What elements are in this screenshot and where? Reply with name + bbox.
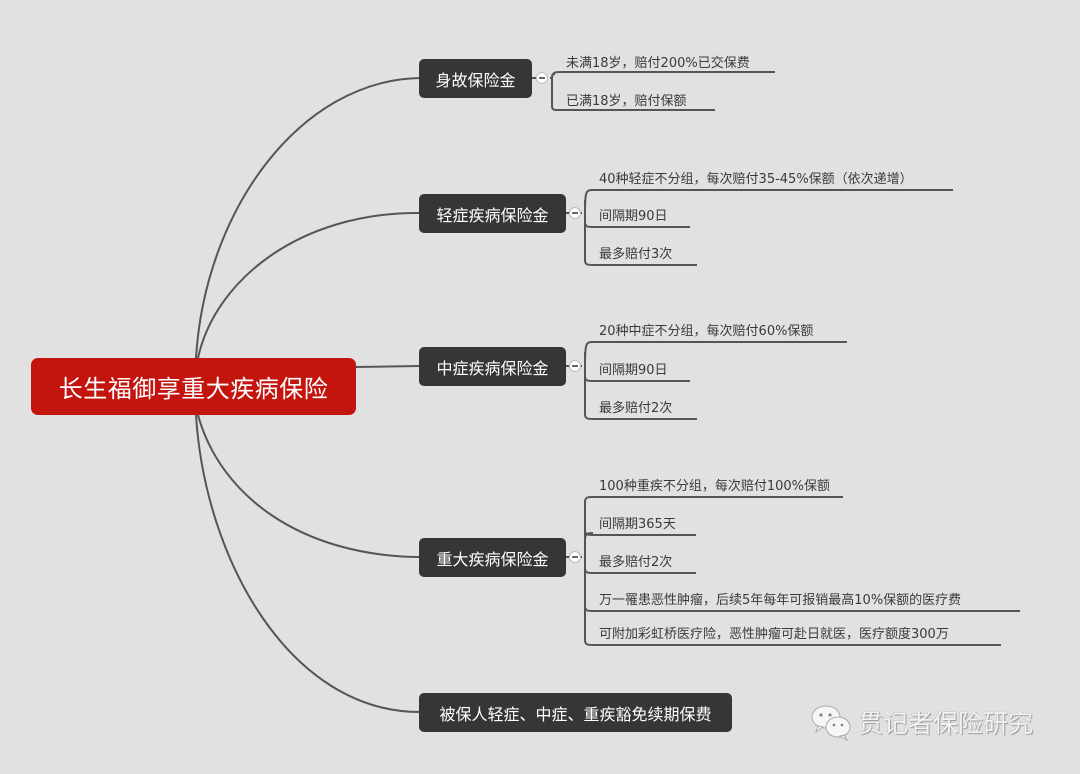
branch-node-moderate-illness[interactable]: 中症疾病保险金 [419, 347, 566, 386]
leaf-node[interactable]: 最多赔付3次 [599, 247, 673, 262]
branch-label: 中症疾病保险金 [436, 358, 549, 378]
leaf-node[interactable]: 万一罹患恶性肿瘤，后续5年每年可报销最高10%保额的医疗费 [599, 593, 962, 608]
leaf-node[interactable]: 未满18岁，赔付200%已交保费 [566, 56, 750, 71]
collapse-toggle-icon[interactable] [569, 551, 581, 563]
watermark: 贯记者保险研究 [810, 702, 1033, 742]
leaf-node[interactable]: 100种重疾不分组，每次赔付100%保额 [599, 479, 830, 494]
branch-label: 被保人轻症、中症、重疾豁免续期保费 [439, 704, 712, 724]
branch-node-premium-waiver[interactable]: 被保人轻症、中症、重疾豁免续期保费 [419, 693, 732, 732]
root-node[interactable]: 长生福御享重大疾病保险 [31, 358, 356, 415]
leaf-node[interactable]: 可附加彩虹桥医疗险，恶性肿瘤可赴日就医，医疗额度300万 [599, 627, 949, 642]
branch-label: 身故保险金 [435, 70, 516, 90]
leaf-node[interactable]: 40种轻症不分组，每次赔付35-45%保额（依次递增） [599, 172, 913, 187]
leaf-node[interactable]: 间隔期90日 [599, 209, 668, 224]
branch-node-critical-illness[interactable]: 重大疾病保险金 [419, 538, 566, 577]
branch-node-mild-illness[interactable]: 轻症疾病保险金 [419, 194, 566, 233]
leaf-node[interactable]: 已满18岁，赔付保额 [566, 94, 687, 109]
branch-label: 轻症疾病保险金 [436, 205, 549, 225]
leaf-node[interactable]: 最多赔付2次 [599, 401, 673, 416]
wechat-icon [810, 702, 854, 742]
leaf-node[interactable]: 间隔期90日 [599, 363, 668, 378]
branch-node-death-benefit[interactable]: 身故保险金 [419, 59, 532, 98]
root-node-label: 长生福御享重大疾病保险 [58, 375, 329, 403]
leaf-node[interactable]: 间隔期365天 [599, 517, 676, 532]
leaf-node[interactable]: 最多赔付2次 [599, 555, 673, 570]
collapse-toggle-icon[interactable] [569, 360, 581, 372]
collapse-toggle-icon[interactable] [569, 207, 581, 219]
watermark-label: 贯记者保险研究 [858, 709, 1034, 738]
branch-label: 重大疾病保险金 [436, 549, 549, 569]
collapse-toggle-icon[interactable] [536, 72, 548, 84]
leaf-node[interactable]: 20种中症不分组，每次赔付60%保额 [599, 324, 814, 339]
